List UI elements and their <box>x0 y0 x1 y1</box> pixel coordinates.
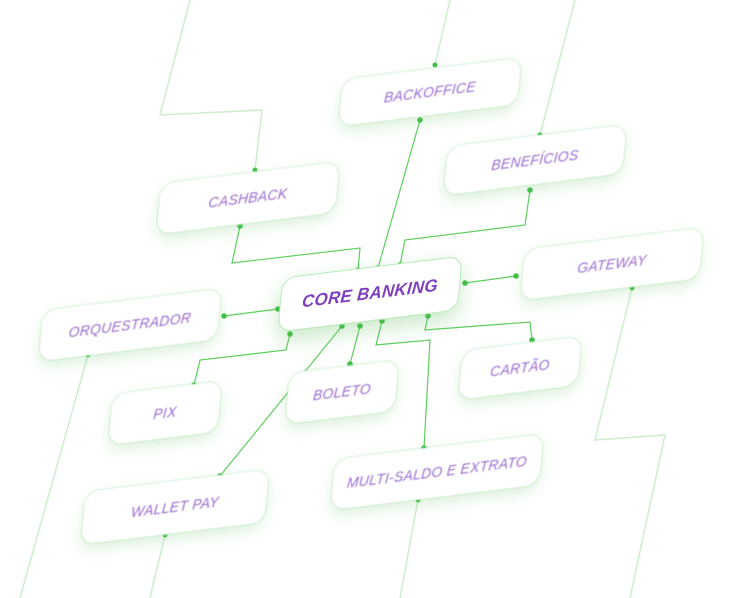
module-label: ORQUESTRADOR <box>68 309 192 341</box>
background-lines <box>19 0 666 598</box>
module-label: CASHBACK <box>207 185 289 211</box>
module-label: GATEWAY <box>576 251 648 277</box>
module-label: BACKOFFICE <box>383 78 477 106</box>
module-label: MULTI-SALDO E EXTRATO <box>346 452 528 492</box>
module-label: CARTÃO <box>489 356 551 380</box>
module-label: BOLETO <box>312 380 372 404</box>
core-banking-label: CORE BANKING <box>301 275 439 312</box>
module-label: BENEFÍCIOS <box>490 146 580 174</box>
core-lines <box>193 119 533 477</box>
module-label: WALLET PAY <box>130 493 220 521</box>
module-label: PIX <box>152 403 178 423</box>
